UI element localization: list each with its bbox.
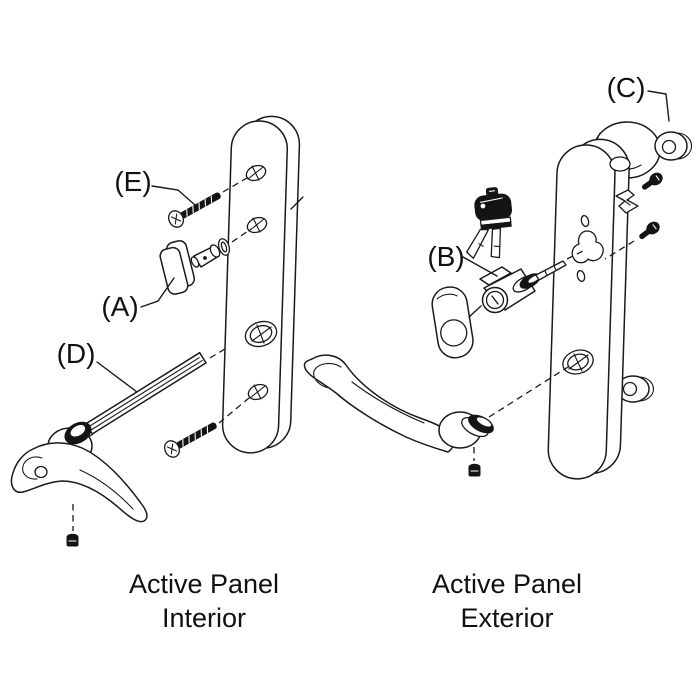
interior-lever-handle (10, 421, 148, 523)
plate-spindle-hole (244, 320, 278, 348)
cap-notch (609, 156, 631, 172)
alignment-dash-thumbturn (231, 228, 252, 243)
leader-d (96, 361, 138, 393)
thumbturn-oring (217, 238, 231, 256)
mounting-screw-top (167, 192, 221, 228)
label-e: (E) (114, 166, 151, 197)
exterior-spindle-hole (562, 349, 594, 375)
alignment-dash-ext-handle (488, 366, 569, 418)
leader-housing (468, 305, 482, 318)
caption-exterior-line1: Active Panel (432, 569, 582, 599)
alignment-dash-screw-top (222, 177, 248, 193)
plate-dot-top (580, 214, 590, 228)
label-d: (D) (57, 338, 96, 369)
leader-a (140, 277, 175, 308)
caption-interior-line1: Active Panel (129, 569, 279, 599)
label-c: (C) (607, 72, 646, 103)
thumbturn-latch (159, 240, 221, 295)
cylinder-cap-top (654, 131, 692, 161)
cylinder-cap-bottom (616, 375, 654, 403)
exterior-escutcheon-plate (547, 138, 630, 480)
leader-e (151, 185, 196, 206)
set-screw-interior (66, 533, 79, 547)
keyhole-cutout (571, 230, 604, 264)
caption-interior-line2: Interior (162, 603, 246, 633)
clip-screw-bottom (639, 221, 660, 240)
exterior-lever-handle (303, 354, 494, 453)
mounting-screw-bottom (163, 422, 217, 458)
alignment-dash-clip-screw (604, 240, 635, 260)
caption-exterior-line2: Exterior (460, 603, 553, 633)
interior-escutcheon-plate (221, 115, 301, 454)
key-set (466, 187, 512, 259)
clip-screw-top (641, 172, 663, 190)
plate-hole-bottom (247, 383, 269, 401)
plate-edge-tick (290, 196, 304, 210)
leader-b (462, 256, 498, 277)
cylinder-housing (431, 286, 474, 359)
alignment-dash-spindle (209, 337, 244, 359)
plate-hole-second (246, 216, 268, 234)
retainer-clip (615, 189, 639, 214)
plate-dot-bottom (576, 269, 586, 283)
lock-cylinder (479, 260, 567, 314)
set-screw-exterior (468, 463, 481, 477)
spindle-bar (80, 351, 207, 439)
label-b: (B) (427, 241, 464, 272)
alignment-dash-cylinder (566, 250, 584, 260)
leader-c (647, 90, 670, 122)
plate-hole-top (245, 164, 267, 182)
label-a: (A) (101, 291, 138, 322)
